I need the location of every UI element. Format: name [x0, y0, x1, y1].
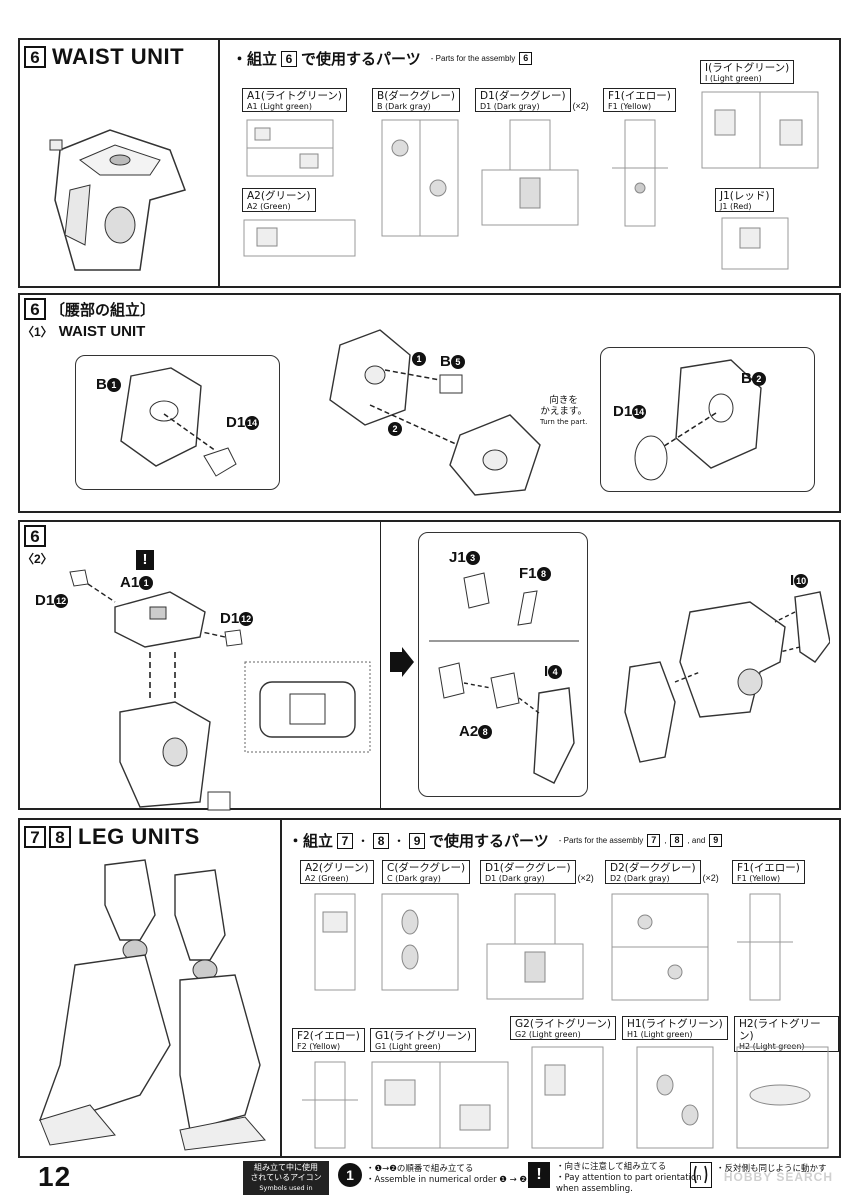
- runner-a2-graphic: [314, 893, 356, 991]
- part-d1: D1(ダークグレー)D1 (Dark gray)(×2): [480, 860, 594, 886]
- frontplate-illustration: [634, 359, 762, 481]
- section-leg-units-parts: 7 8 LEG UNITS ・組立 7 ・ 8 ・ 9 で使用するパーツ - P…: [18, 818, 841, 1158]
- part-f1: F1(イエロー)F1 (Yellow): [603, 88, 676, 114]
- divider: [380, 522, 381, 808]
- part-g2: G2(ライトグリーン)G2 (Light green): [510, 1016, 616, 1042]
- part-j1: J1(レッド)J1 (Red): [715, 188, 775, 214]
- center-assembly-illustration: [329, 329, 541, 496]
- parts-heading: ・組立 6 で使用するパーツ - Parts for the assembly …: [232, 48, 533, 69]
- part-a1: A1(ライトグリーン)A1 (Light green): [242, 88, 348, 114]
- warning-icon: !: [528, 1162, 550, 1188]
- runner-a2-graphic: [243, 219, 356, 257]
- part-a2: A2(グリーン)A2 (Green): [242, 188, 316, 214]
- watermark: HOBBY SEARCH: [723, 1170, 833, 1184]
- part-c: C(ダークグレー)C (Dark gray): [382, 860, 471, 886]
- runner-b-graphic: [381, 119, 459, 237]
- section-waist-unit-parts: 6 WAIST UNIT ・組立 6 で使用するパーツ - Parts for …: [18, 38, 841, 288]
- order-icon: 1: [338, 1163, 362, 1187]
- runner-c-graphic: [381, 893, 459, 991]
- part-b: B(ダークグレー)B (Dark gray): [372, 88, 460, 114]
- runner-i-graphic: [701, 91, 819, 169]
- leg-preview-panel: 7 8 LEG UNITS: [20, 820, 282, 1156]
- order-legend: ・❶→❷の順番で組み立てる ・Assemble in numerical ord…: [366, 1164, 530, 1185]
- section-title: WAIST UNIT: [52, 44, 185, 69]
- runner-g1-graphic: [371, 1061, 509, 1149]
- waist-unit-illustration: [49, 129, 186, 271]
- part-i: I(ライトグリーン)I (Light green): [700, 60, 795, 86]
- runner-g2-graphic: [531, 1046, 604, 1149]
- part-h1: H1(ライトグリーン)H1 (Light green): [622, 1016, 728, 1042]
- runner-a1-graphic: [246, 119, 334, 177]
- waist-top-assembly-illustration: [69, 569, 371, 811]
- part-f1: F1(イエロー)F1 (Yellow): [732, 860, 805, 886]
- runner-f1-graphic: [737, 893, 793, 1001]
- runner-d1-graphic: [486, 893, 584, 1000]
- runner-j1-graphic: [721, 217, 789, 270]
- page-number: 12: [38, 1161, 72, 1192]
- part-d2: D2(ダークグレー)D2 (Dark gray)(×2): [605, 860, 719, 886]
- arrow-right-icon: [390, 647, 414, 677]
- runner-h1-graphic: [636, 1046, 714, 1149]
- waist-preview-panel: 6 WAIST UNIT: [20, 40, 220, 286]
- runner-d2-graphic: [611, 893, 709, 1001]
- part-f2: F2(イエロー)F2 (Yellow): [292, 1028, 365, 1054]
- detail-parts-illustration: [429, 572, 579, 784]
- sub-header: 〈1〉 WAIST UNIT: [22, 323, 146, 340]
- section-header: 6 〔腰部の組立〕: [24, 298, 155, 320]
- runner-h2-graphic: [736, 1046, 829, 1149]
- runner-f2-graphic: [302, 1061, 358, 1149]
- part-g1: G1(ライトグリーン)G1 (Light green): [370, 1028, 476, 1054]
- turn-note: 向きを かえます。 Turn the part.: [540, 395, 588, 426]
- backplate-illustration: [120, 367, 237, 477]
- warning-icon: !: [136, 550, 154, 570]
- icon-legend-label: 組み立て中に使用 されているアイコン Symbols used in instr…: [243, 1161, 329, 1200]
- runner-d1-graphic: [481, 119, 579, 226]
- attention-legend: ・向きに注意して組み立てる ・Pay attention to part ori…: [556, 1162, 702, 1194]
- part-a2: A2(グリーン)A2 (Green): [300, 860, 374, 886]
- section-header: 7 8 LEG UNITS: [24, 824, 200, 850]
- part-d1: D1(ダークグレー)D1 (Dark gray)(×2): [475, 88, 589, 114]
- leg-units-illustration: [38, 859, 266, 1151]
- runner-f1-graphic: [612, 119, 668, 227]
- section-header: 6 WAIST UNIT: [24, 44, 184, 70]
- parts-heading: ・組立 7 ・ 8 ・ 9 で使用するパーツ - Parts for the a…: [288, 830, 723, 851]
- mirror-legend: ・反対側も同じように動かす: [716, 1164, 827, 1174]
- step-number: 6: [24, 46, 46, 68]
- mirror-move-icon: [690, 1162, 712, 1188]
- waist-side-assembly-illustration: [624, 591, 830, 763]
